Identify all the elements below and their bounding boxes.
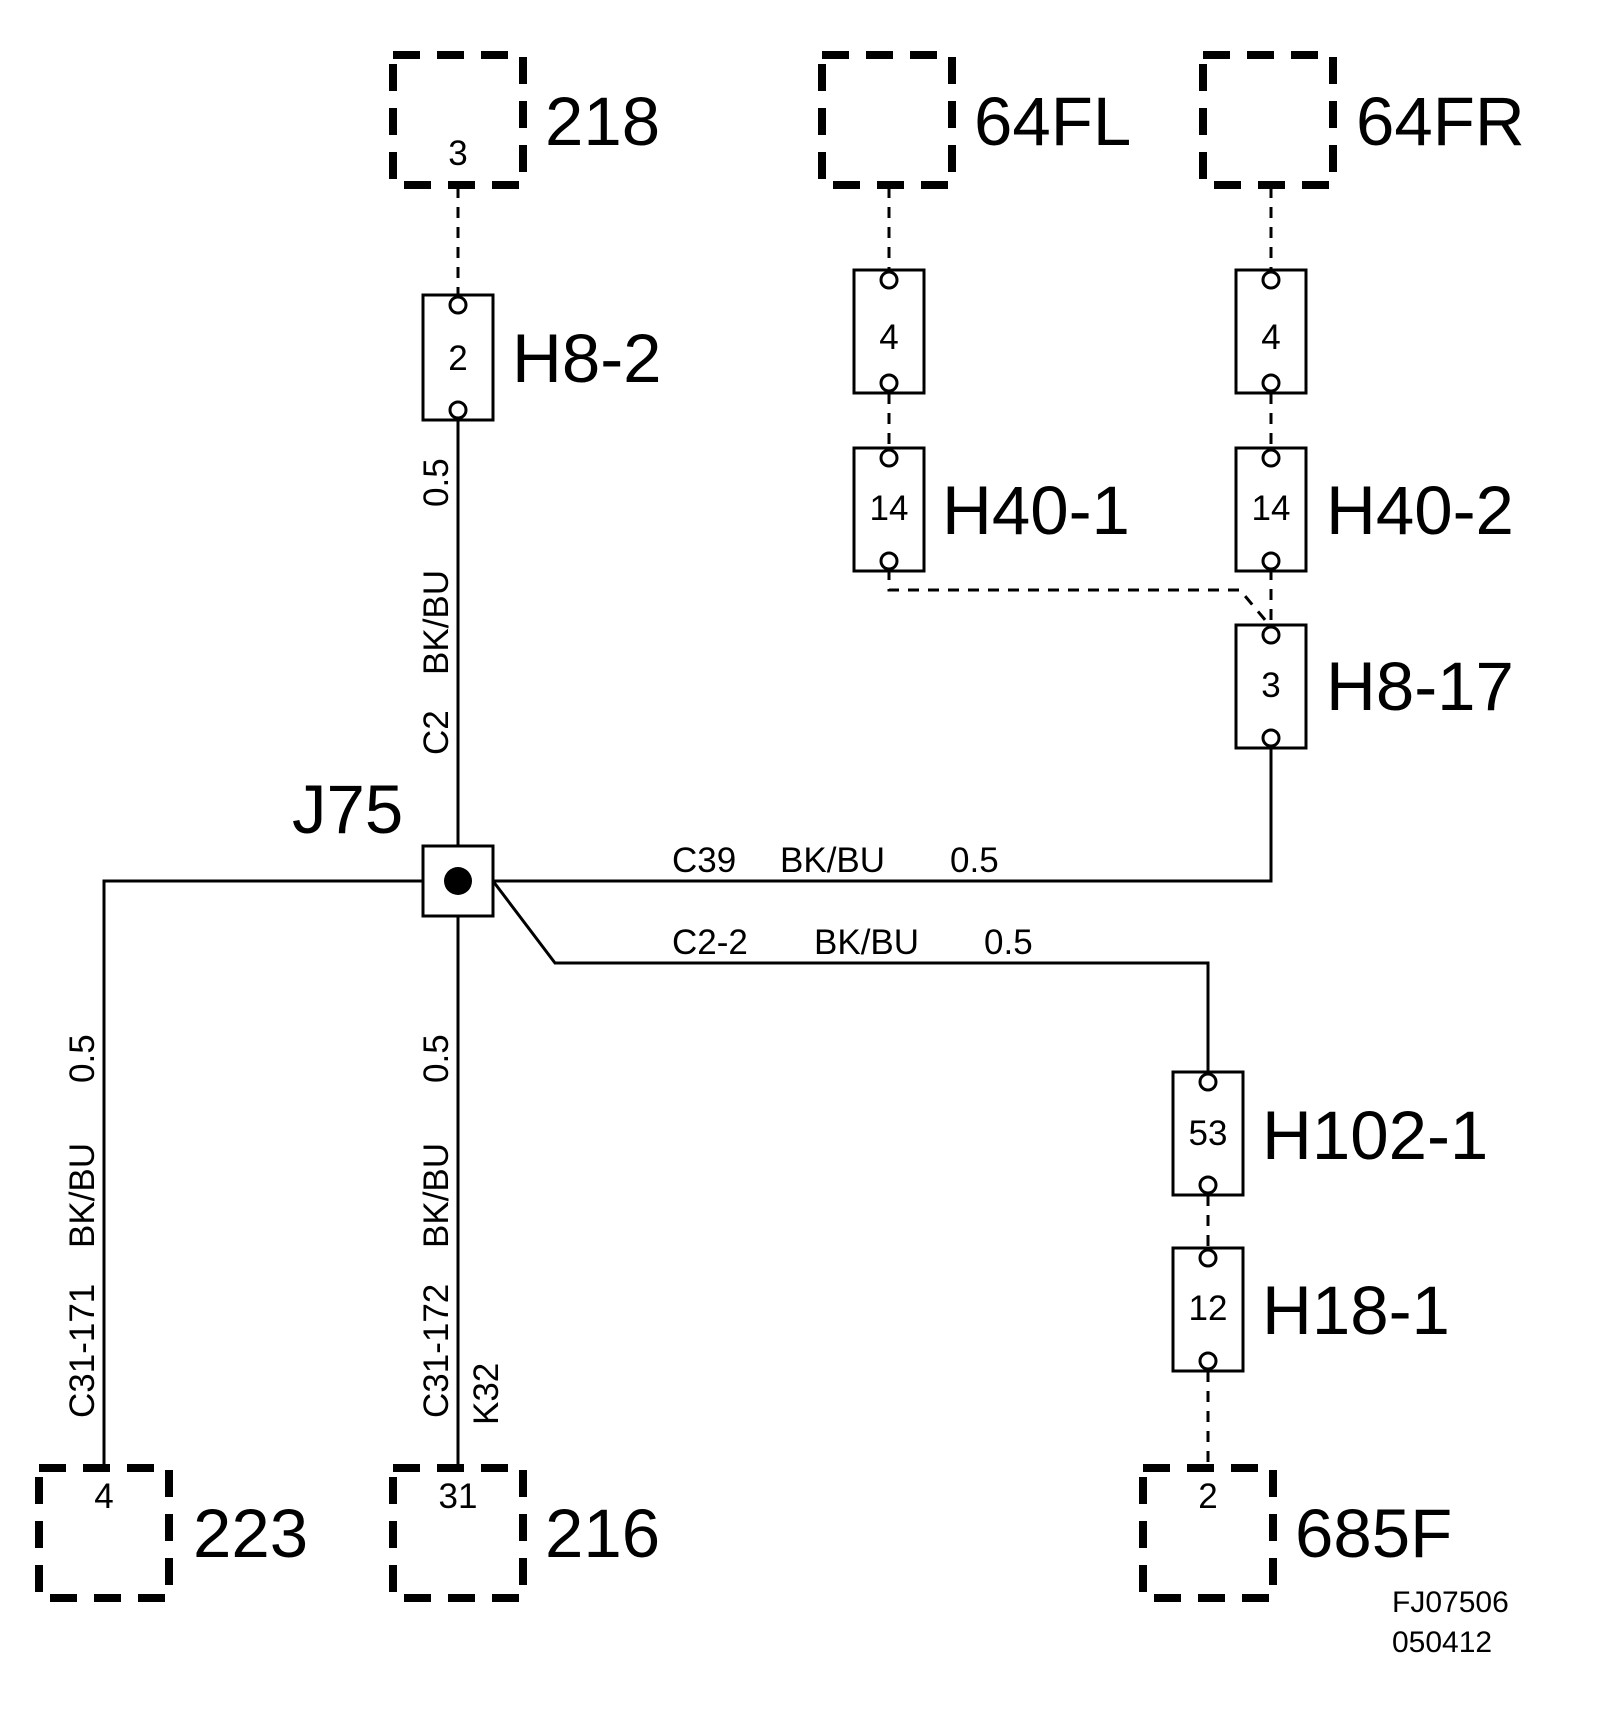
diagram-code: FJ07506 [1392,1586,1509,1619]
component-685f: 2 685F [1139,1464,1452,1602]
connector-h18-1: 12 H18-1 [1171,1246,1450,1373]
wire-c2-size: 0.5 [417,458,456,507]
component-64fr: 64FR [1199,51,1525,189]
connector-h8-2-pin-top [448,295,468,315]
wire-c2-circuit: C2 [417,710,456,755]
component-64fr-outline [1199,51,1337,189]
connector-h40-1-pin-number: 14 [870,489,909,528]
connector-h18-1-pin-number: 12 [1189,1289,1228,1328]
connector-h18-1-pin-top [1198,1248,1218,1268]
component-685f-pin: 2 [1198,1477,1217,1516]
connector-h40-1-pin-top [879,448,899,468]
component-216-outline [389,1464,527,1602]
wire-c2-2 [491,880,1210,1080]
wire-c2-2-color: BK/BU [814,923,919,962]
connector-h8-2: 2 H8-2 [421,293,662,422]
wire-c31-172-circuit: C31-172 [417,1284,456,1418]
component-218-outline [389,51,527,189]
connector-h40-1-label: H40-1 [942,472,1130,549]
wire-k32-label: K32 [467,1363,506,1425]
splice-j75: J75 [292,771,495,918]
connector-h40-2-pin-top [1261,448,1281,468]
wire-c39-circuit: C39 [672,841,736,880]
wire-c31-171-circuit: C31-171 [63,1284,102,1418]
connector-h40-1: 14 H40-1 [852,446,1130,573]
component-216-pin: 31 [439,1477,478,1516]
wire-c39-color: BK/BU [780,841,885,880]
connector-h8-2-label: H8-2 [512,320,662,397]
dashed-link-h40-1-h8-17 [887,569,1273,628]
component-216: 31 216 [389,1464,660,1602]
connector-h102-1: 53 H102-1 [1171,1070,1488,1197]
connector-h8-17-pin-top [1261,625,1281,645]
connector-h40-1-upper-pin-bottom [879,373,899,393]
component-216-label: 216 [545,1495,660,1572]
wire-c39 [493,740,1273,883]
component-223-outline [35,1464,173,1602]
component-223-pin: 4 [94,1477,113,1516]
wire-c31-171-size: 0.5 [63,1034,102,1083]
component-223-label: 223 [193,1495,308,1572]
splice-j75-dot [444,867,472,895]
wire-c31-171 [102,879,423,1468]
connector-h8-2-pin-number: 2 [448,339,467,378]
connector-h18-1-pin-bottom [1198,1351,1218,1371]
connector-h8-17-body [1234,623,1308,750]
connector-h40-2-upper-body [1234,268,1308,395]
connector-h40-2-body [1234,446,1308,573]
connector-h102-1-pin-number: 53 [1189,1114,1228,1153]
component-218-pin: 3 [448,134,467,173]
connector-h40-1-upper-pin-top [879,270,899,290]
component-685f-outline [1139,1464,1277,1602]
wire-c2-2-circuit: C2-2 [672,923,748,962]
component-218: 3 218 [389,51,660,189]
connector-h40-2-upper: 4 [1234,268,1308,395]
connector-h40-2-upper-pin-top [1261,270,1281,290]
connector-h40-2-pin-bottom [1261,551,1281,571]
wire-c31-172-extra: K32 [467,1363,506,1425]
connector-h40-2-pin-number: 14 [1252,489,1291,528]
connector-h18-1-body [1171,1246,1245,1373]
connector-h8-2-body [421,293,495,422]
connector-h8-17: 3 H8-17 [1234,623,1514,750]
connector-h8-17-label: H8-17 [1326,648,1514,725]
splice-j75-label: J75 [292,771,403,848]
wire-c31-171-color: BK/BU [63,1143,102,1248]
connector-h102-1-label: H102-1 [1262,1097,1488,1174]
wire-c2-2-size: 0.5 [984,923,1033,962]
wire-c31-172-color: BK/BU [417,1143,456,1248]
connector-h8-2-pin-bottom [448,400,468,420]
connector-h40-1-upper: 4 [852,268,926,395]
wire-c2-color: BK/BU [417,570,456,675]
connector-h40-2-label: H40-2 [1326,472,1514,549]
wire-c31-171-label: C31-171 BK/BU 0.5 [63,1034,102,1418]
connector-h102-1-pin-bottom [1198,1175,1218,1195]
component-64fr-label: 64FR [1356,83,1525,160]
connector-h102-1-pin-top [1198,1072,1218,1092]
wire-c31-172-label: C31-172 BK/BU 0.5 [417,1034,456,1418]
connector-h102-1-body [1171,1070,1245,1197]
connector-h8-17-pin-bottom [1261,728,1281,748]
component-64fl: 64FL [818,51,1131,189]
connector-h18-1-label: H18-1 [1262,1272,1450,1349]
component-64fl-outline [818,51,956,189]
wire-c39-size: 0.5 [950,841,999,880]
diagram-date-code: 050412 [1392,1626,1492,1659]
connector-h40-2: 14 H40-2 [1234,446,1514,573]
wire-c2-label: C2 BK/BU 0.5 [417,458,456,755]
connector-h40-1-upper-pin-number: 4 [879,318,898,357]
component-685f-label: 685F [1295,1495,1452,1572]
connector-h8-17-pin-number: 3 [1261,666,1280,705]
component-64fl-label: 64FL [974,83,1131,160]
connector-h40-2-upper-pin-number: 4 [1261,318,1280,357]
wire-c31-172-size: 0.5 [417,1034,456,1083]
connector-h40-1-body [852,446,926,573]
connector-h40-2-upper-pin-bottom [1261,373,1281,393]
connector-h40-1-pin-bottom [879,551,899,571]
component-223: 4 223 [35,1464,308,1602]
component-218-label: 218 [545,83,660,160]
